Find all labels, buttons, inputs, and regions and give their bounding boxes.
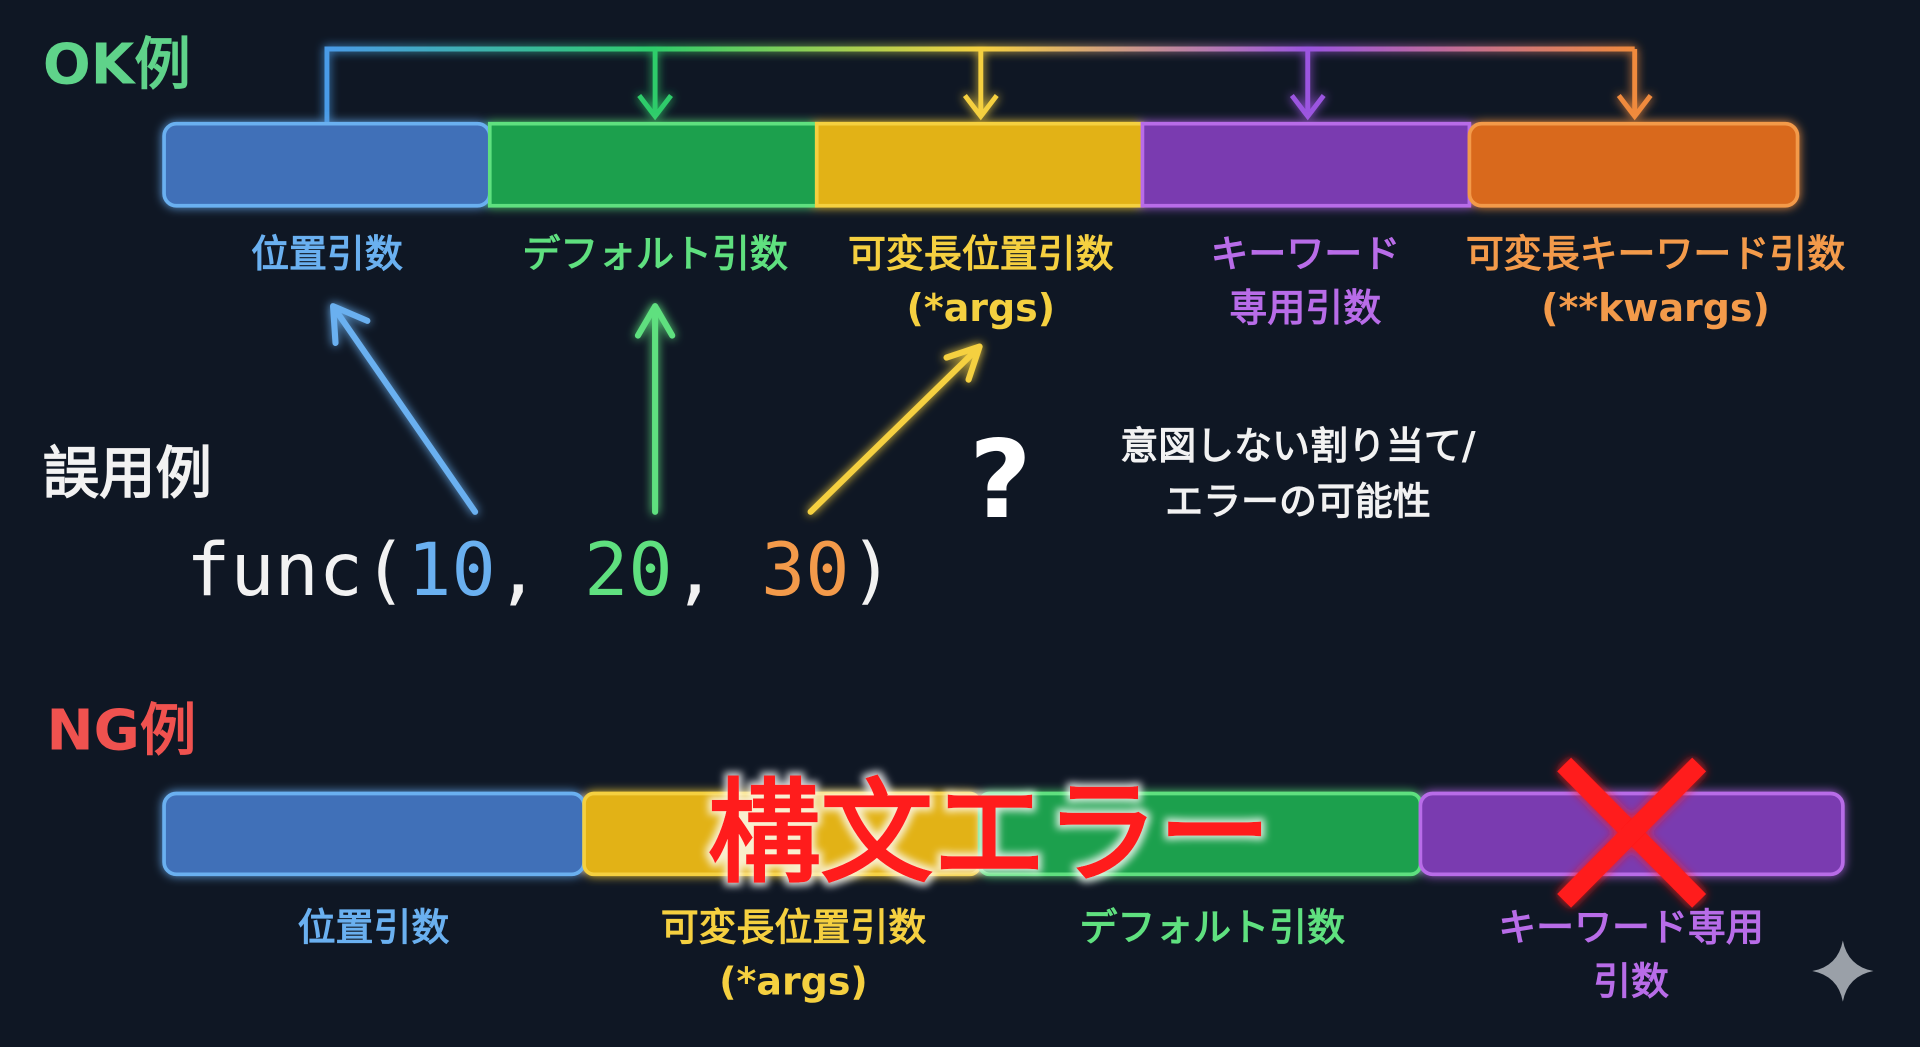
ng-label-keyword-only-sub: 引数 (1593, 959, 1669, 1003)
ok-segment-positional (162, 121, 492, 208)
misuse-note-line2: エラーの可能性 (1165, 479, 1431, 523)
ng-label-keyword-only: キーワード専用 (1498, 905, 1764, 949)
mapping-arrows (330, 303, 983, 515)
ng-label-args: 可変長位置引数 (661, 905, 927, 949)
ok-label-default: デフォルト引数 (522, 232, 788, 276)
ok-label-args-sub: (*args) (907, 286, 1056, 330)
ng-label-positional: 位置引数 (298, 905, 450, 949)
ok-segment-default (487, 121, 819, 208)
code-sep-2: , (673, 528, 761, 613)
ok-parameter-bar (162, 121, 1800, 208)
ok-segment-args (814, 121, 1145, 208)
ok-bracket (324, 46, 1653, 124)
question-mark: ? (969, 418, 1032, 543)
misuse-heading: 誤用例 (43, 441, 212, 506)
ok-label-keyword-only: キーワード (1210, 232, 1400, 276)
ok-labels: 位置引数 デフォルト引数 可変長位置引数 (*args) キーワード 専用引数 … (251, 232, 1845, 330)
arrow-yellow-icon (807, 343, 983, 515)
code-call: func(10, 20, 30) (186, 528, 894, 613)
ng-parameter-bar (162, 791, 1845, 877)
syntax-error-text: 構文エラー (708, 767, 1271, 899)
code-sep-1: , (496, 528, 584, 613)
ng-label-args-sub: (*args) (719, 959, 868, 1003)
ok-segment-kwargs (1467, 121, 1800, 208)
code-arg-2: 20 (584, 528, 672, 613)
code-arg-3: 30 (761, 528, 849, 613)
ng-label-default: デフォルト引数 (1079, 905, 1345, 949)
code-func: func( (186, 528, 407, 613)
ok-label-keyword-only-sub: 専用引数 (1229, 286, 1381, 330)
ok-segment-keyword-only (1140, 121, 1472, 208)
arrow-green-icon (634, 303, 676, 515)
ok-label-kwargs: 可変長キーワード引数 (1466, 232, 1845, 276)
misuse-note-line1: 意図しない割り当て/ (1120, 424, 1475, 468)
code-close: ) (850, 528, 894, 613)
arrow-blue-icon (330, 303, 479, 515)
ok-heading: OK例 (43, 32, 191, 97)
ng-heading: NG例 (47, 698, 197, 763)
ok-label-kwargs-sub: (**kwargs) (1541, 286, 1770, 330)
code-arg-1: 10 (407, 528, 495, 613)
ok-label-args: 可変長位置引数 (848, 232, 1114, 276)
ng-labels: 位置引数 可変長位置引数 (*args) デフォルト引数 キーワード専用 引数 (298, 905, 1764, 1003)
sparkle-icon (1812, 940, 1874, 1002)
ng-segment-positional (162, 791, 586, 877)
ok-label-positional: 位置引数 (251, 232, 403, 276)
red-x-icon (1557, 757, 1707, 908)
